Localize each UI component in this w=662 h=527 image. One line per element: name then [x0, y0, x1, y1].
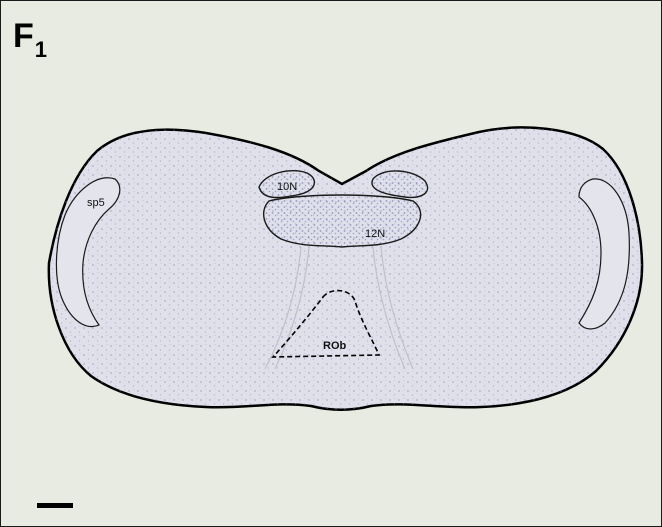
12n-region [264, 195, 421, 247]
label-sp5: sp5 [87, 197, 105, 209]
label-10n: 10N [277, 181, 297, 193]
label-12n: 12N [365, 228, 385, 240]
label-rob: ROb [323, 340, 347, 352]
scale-bar [37, 503, 73, 508]
